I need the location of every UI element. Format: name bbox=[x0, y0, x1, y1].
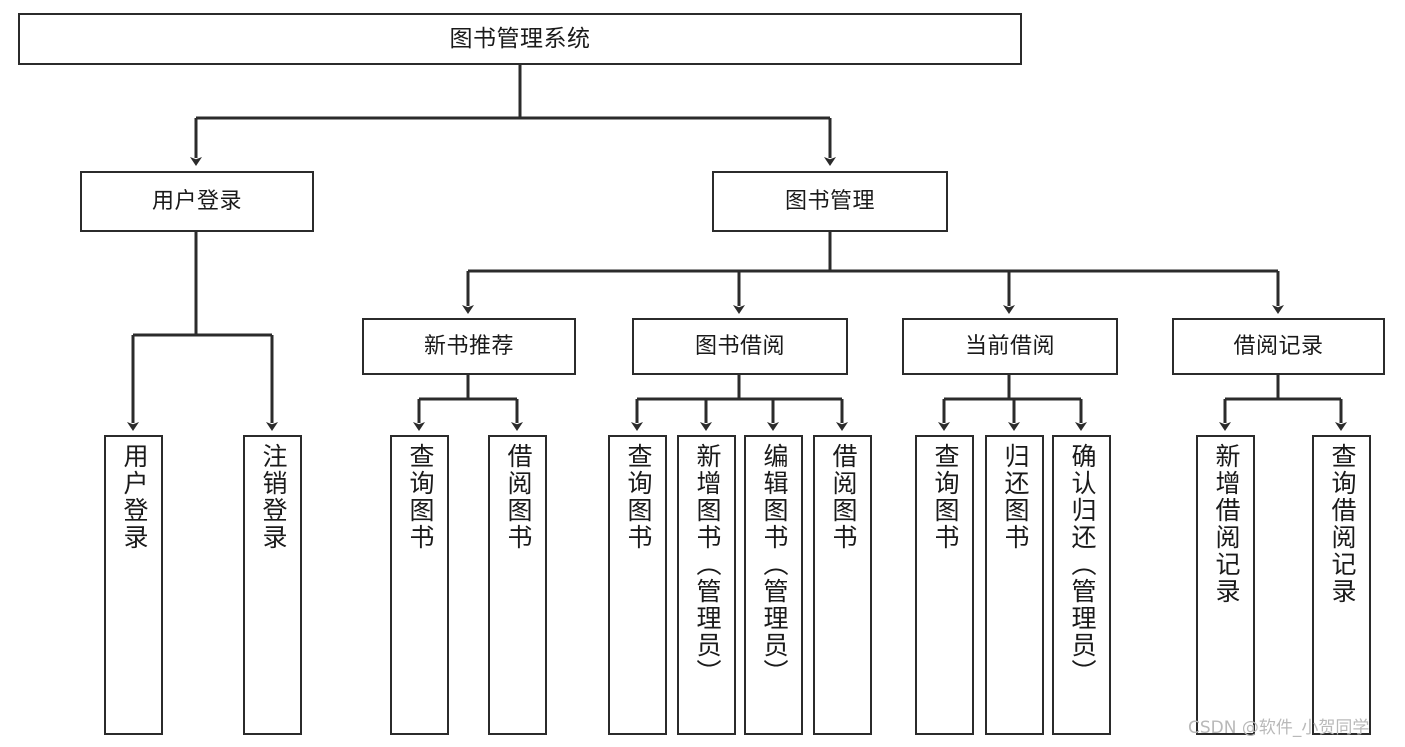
node-leaf-borrow-book-2-label: 借阅图书 bbox=[829, 443, 857, 551]
node-leaf-add-book-label: 新增图书（管理员） bbox=[693, 443, 721, 686]
node-leaf-add-record[interactable]: 新增借阅记录 bbox=[1196, 435, 1255, 735]
node-leaf-query-book-3[interactable]: 查询图书 bbox=[915, 435, 974, 735]
node-leaf-add-book[interactable]: 新增图书（管理员） bbox=[677, 435, 736, 735]
node-leaf-confirm-return-label: 确认归还（管理员） bbox=[1068, 443, 1096, 686]
node-leaf-borrow-book-2[interactable]: 借阅图书 bbox=[813, 435, 872, 735]
node-book-manage-label: 图书管理 bbox=[784, 188, 875, 214]
node-leaf-return-book[interactable]: 归还图书 bbox=[985, 435, 1044, 735]
node-current-borrow[interactable]: 当前借阅 bbox=[902, 318, 1118, 375]
node-book-manage[interactable]: 图书管理 bbox=[712, 171, 948, 232]
node-leaf-borrow-book-1-label: 借阅图书 bbox=[504, 443, 532, 551]
node-leaf-query-record-label: 查询借阅记录 bbox=[1328, 443, 1356, 605]
node-leaf-query-book-3-label: 查询图书 bbox=[931, 443, 959, 551]
node-new-book-recommend-label: 新书推荐 bbox=[423, 333, 514, 359]
node-borrow-record-label: 借阅记录 bbox=[1233, 333, 1324, 359]
node-book-borrow-label: 图书借阅 bbox=[694, 333, 785, 359]
node-current-borrow-label: 当前借阅 bbox=[964, 333, 1055, 359]
node-leaf-logout-login[interactable]: 注销登录 bbox=[243, 435, 302, 735]
node-new-book-recommend[interactable]: 新书推荐 bbox=[362, 318, 576, 375]
node-leaf-logout-login-label: 注销登录 bbox=[259, 443, 287, 551]
watermark: CSDN @软件_小贺同学 bbox=[1188, 718, 1370, 738]
node-leaf-return-book-label: 归还图书 bbox=[1001, 443, 1029, 551]
node-leaf-add-record-label: 新增借阅记录 bbox=[1212, 443, 1240, 605]
node-root[interactable]: 图书管理系统 bbox=[18, 13, 1022, 65]
node-user-login[interactable]: 用户登录 bbox=[80, 171, 314, 232]
node-leaf-query-book-1[interactable]: 查询图书 bbox=[390, 435, 449, 735]
node-book-borrow[interactable]: 图书借阅 bbox=[632, 318, 848, 375]
node-root-label: 图书管理系统 bbox=[449, 25, 591, 52]
node-leaf-query-record[interactable]: 查询借阅记录 bbox=[1312, 435, 1371, 735]
node-leaf-borrow-book-1[interactable]: 借阅图书 bbox=[488, 435, 547, 735]
node-user-login-label: 用户登录 bbox=[151, 188, 242, 214]
node-leaf-edit-book[interactable]: 编辑图书（管理员） bbox=[744, 435, 803, 735]
node-leaf-user-login[interactable]: 用户登录 bbox=[104, 435, 163, 735]
node-borrow-record[interactable]: 借阅记录 bbox=[1172, 318, 1385, 375]
node-leaf-query-book-2[interactable]: 查询图书 bbox=[608, 435, 667, 735]
node-leaf-confirm-return[interactable]: 确认归还（管理员） bbox=[1052, 435, 1111, 735]
node-leaf-user-login-label: 用户登录 bbox=[120, 443, 148, 551]
node-leaf-query-book-1-label: 查询图书 bbox=[406, 443, 434, 551]
node-leaf-query-book-2-label: 查询图书 bbox=[624, 443, 652, 551]
node-leaf-edit-book-label: 编辑图书（管理员） bbox=[760, 443, 788, 686]
